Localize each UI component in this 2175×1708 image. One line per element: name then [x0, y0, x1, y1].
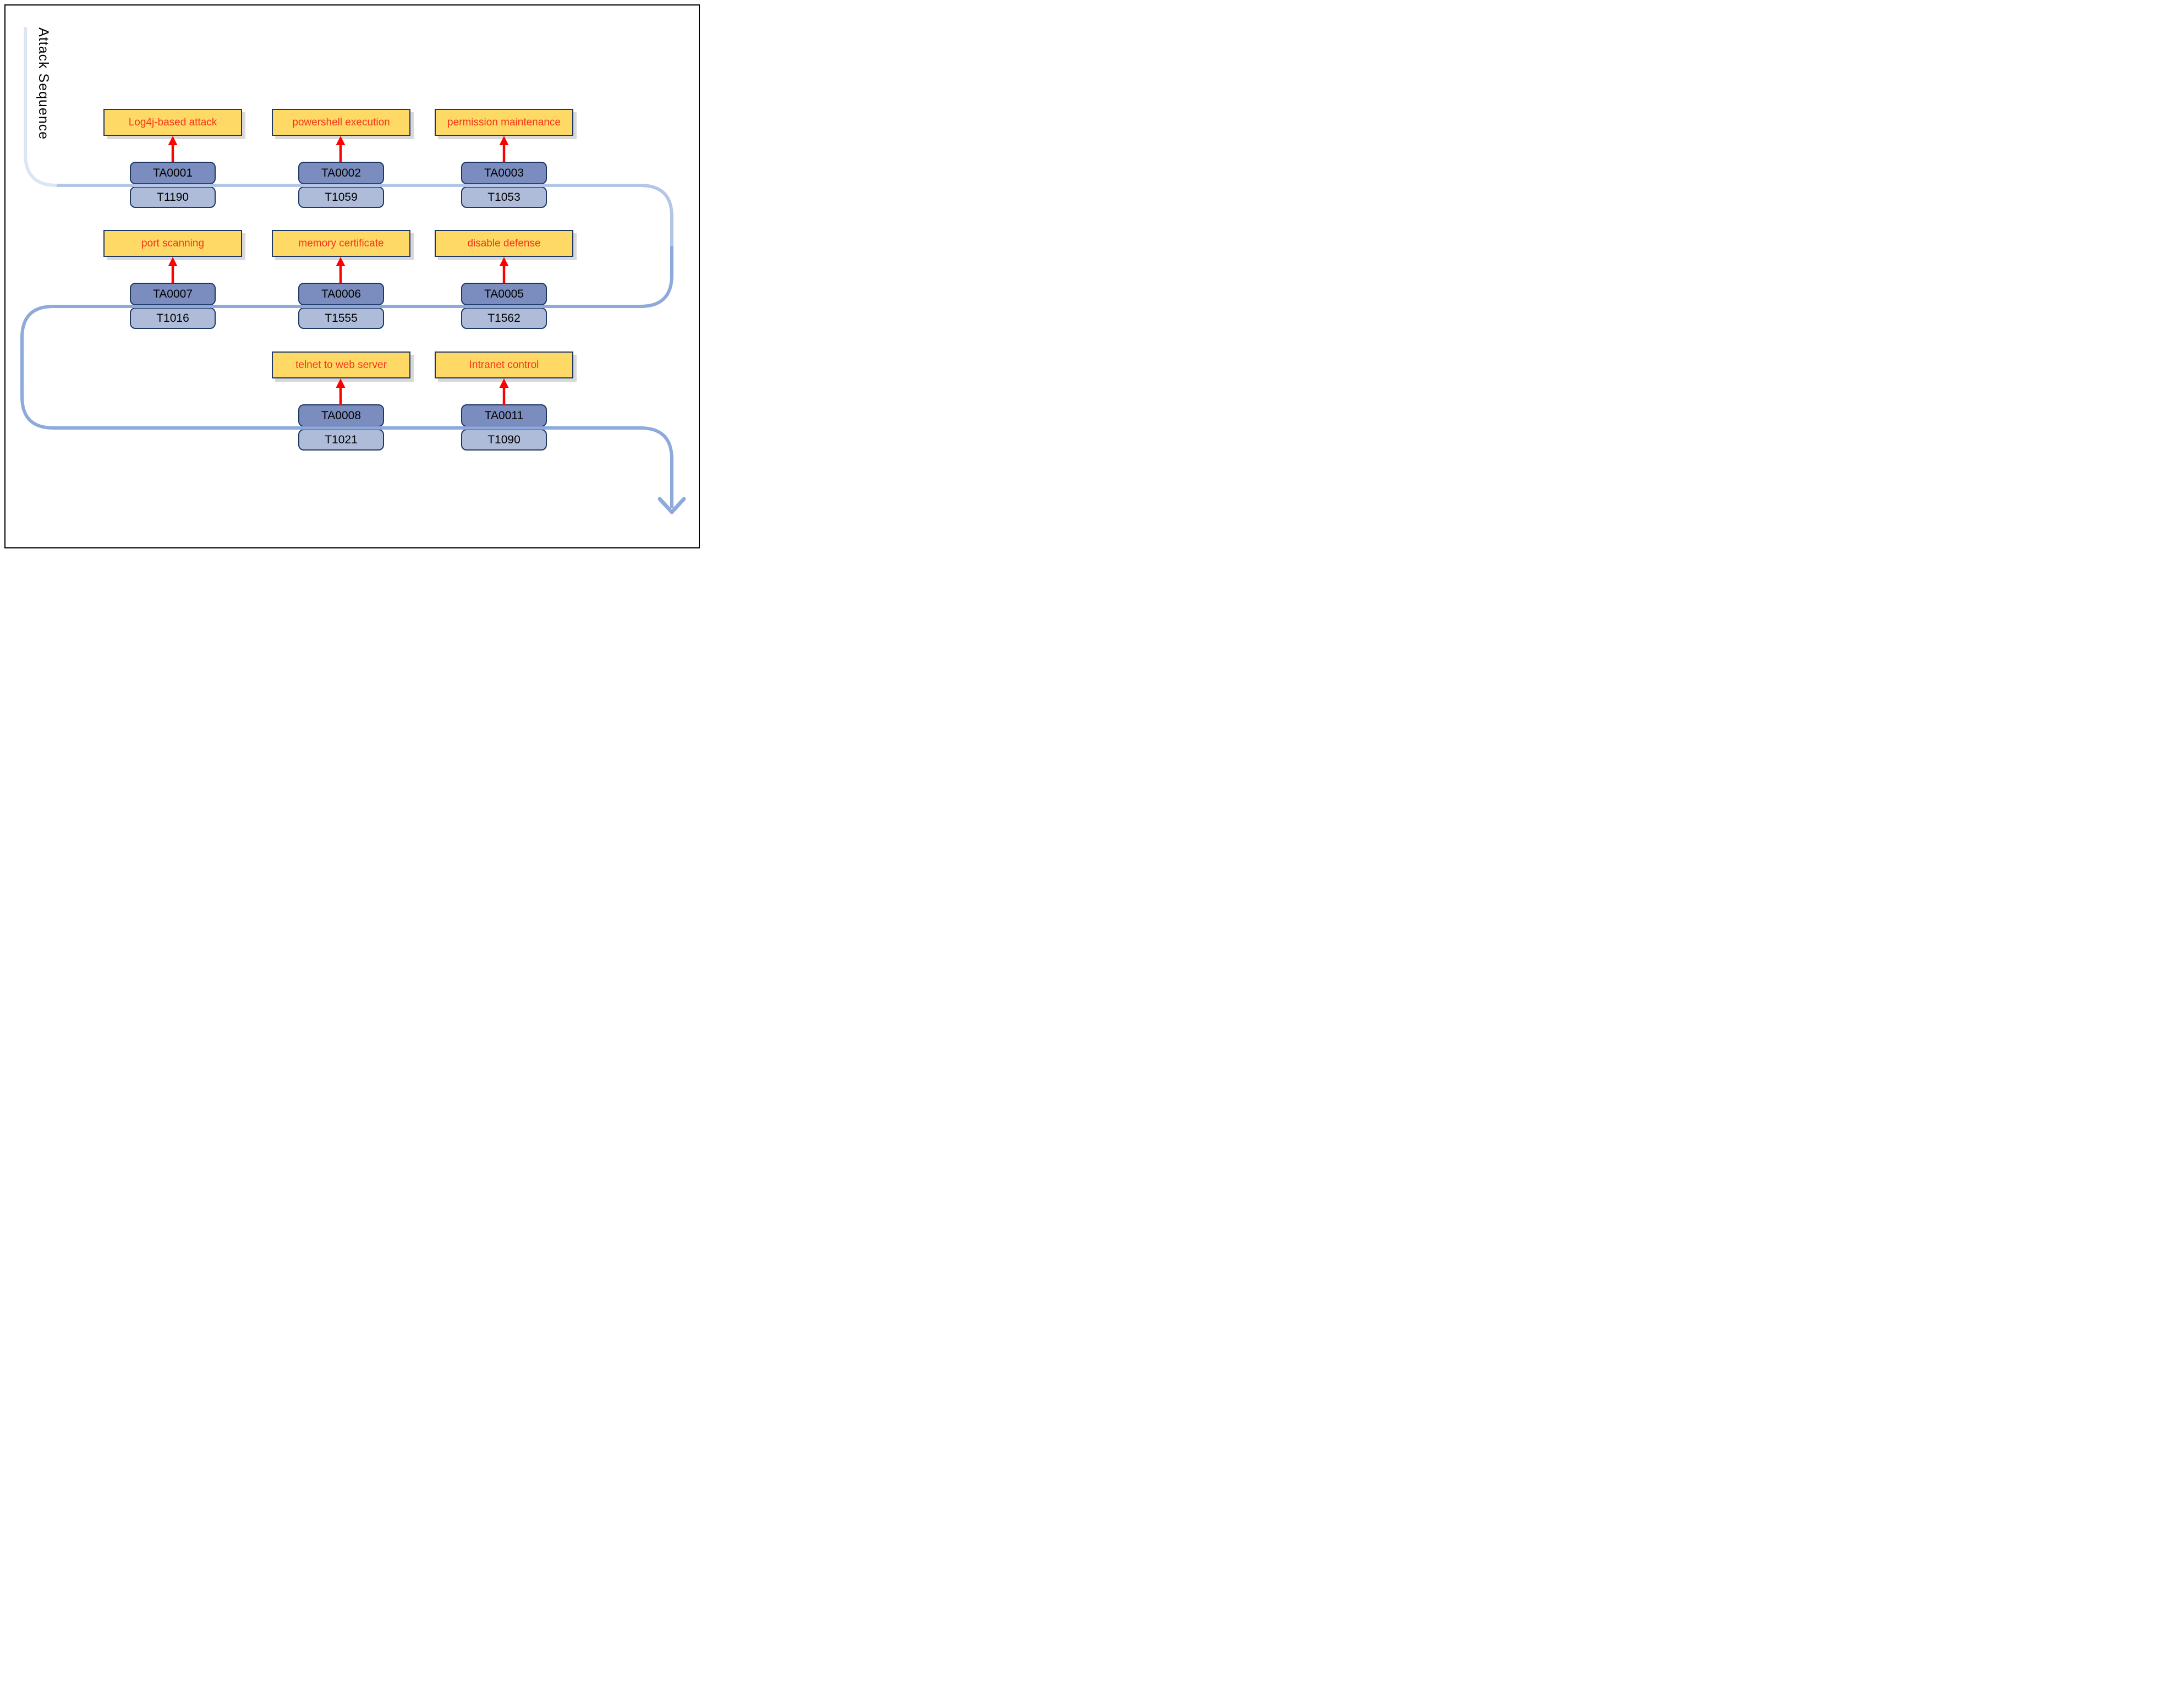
technique-box: T1190 — [130, 186, 216, 208]
attack-label-box: Intranet control — [435, 352, 573, 378]
attack-label-box: permission maintenance — [435, 109, 573, 136]
attack-group: powershell execution TA0002 T1059 — [272, 109, 410, 208]
attack-label-box: telnet to web server — [272, 352, 410, 378]
attack-group: Intranet control TA0011 T1090 — [435, 352, 573, 451]
attack-group: permission maintenance TA0003 T1053 — [435, 109, 573, 208]
attack-group: port scanning TA0007 T1016 — [103, 230, 242, 329]
tactic-box: TA0001 — [130, 162, 216, 184]
technique-box: T1053 — [461, 186, 547, 208]
attack-label-box: memory certificate — [272, 230, 410, 257]
tactic-box: TA0003 — [461, 162, 547, 184]
technique-box: T1016 — [130, 307, 216, 329]
diagram-canvas: Attack Sequence Log4j-based attack TA000… — [0, 0, 704, 553]
tactic-box: TA0007 — [130, 283, 216, 305]
attack-label-box: powershell execution — [272, 109, 410, 136]
attack-label-box: Log4j-based attack — [103, 109, 242, 136]
tactic-box: TA0008 — [298, 404, 384, 427]
attack-group: Log4j-based attack TA0001 T1190 — [103, 109, 242, 208]
attack-group: telnet to web server TA0008 T1021 — [272, 352, 410, 451]
attack-group: disable defense TA0005 T1562 — [435, 230, 573, 329]
attack-label-box: port scanning — [103, 230, 242, 257]
sequence-title: Attack Sequence — [36, 28, 51, 140]
page-border — [4, 4, 700, 548]
attack-label-box: disable defense — [435, 230, 573, 257]
technique-box: T1555 — [298, 307, 384, 329]
tactic-box: TA0002 — [298, 162, 384, 184]
technique-box: T1090 — [461, 429, 547, 451]
tactic-box: TA0005 — [461, 283, 547, 305]
technique-box: T1562 — [461, 307, 547, 329]
technique-box: T1059 — [298, 186, 384, 208]
tactic-box: TA0006 — [298, 283, 384, 305]
tactic-box: TA0011 — [461, 404, 547, 427]
technique-box: T1021 — [298, 429, 384, 451]
attack-group: memory certificate TA0006 T1555 — [272, 230, 410, 329]
